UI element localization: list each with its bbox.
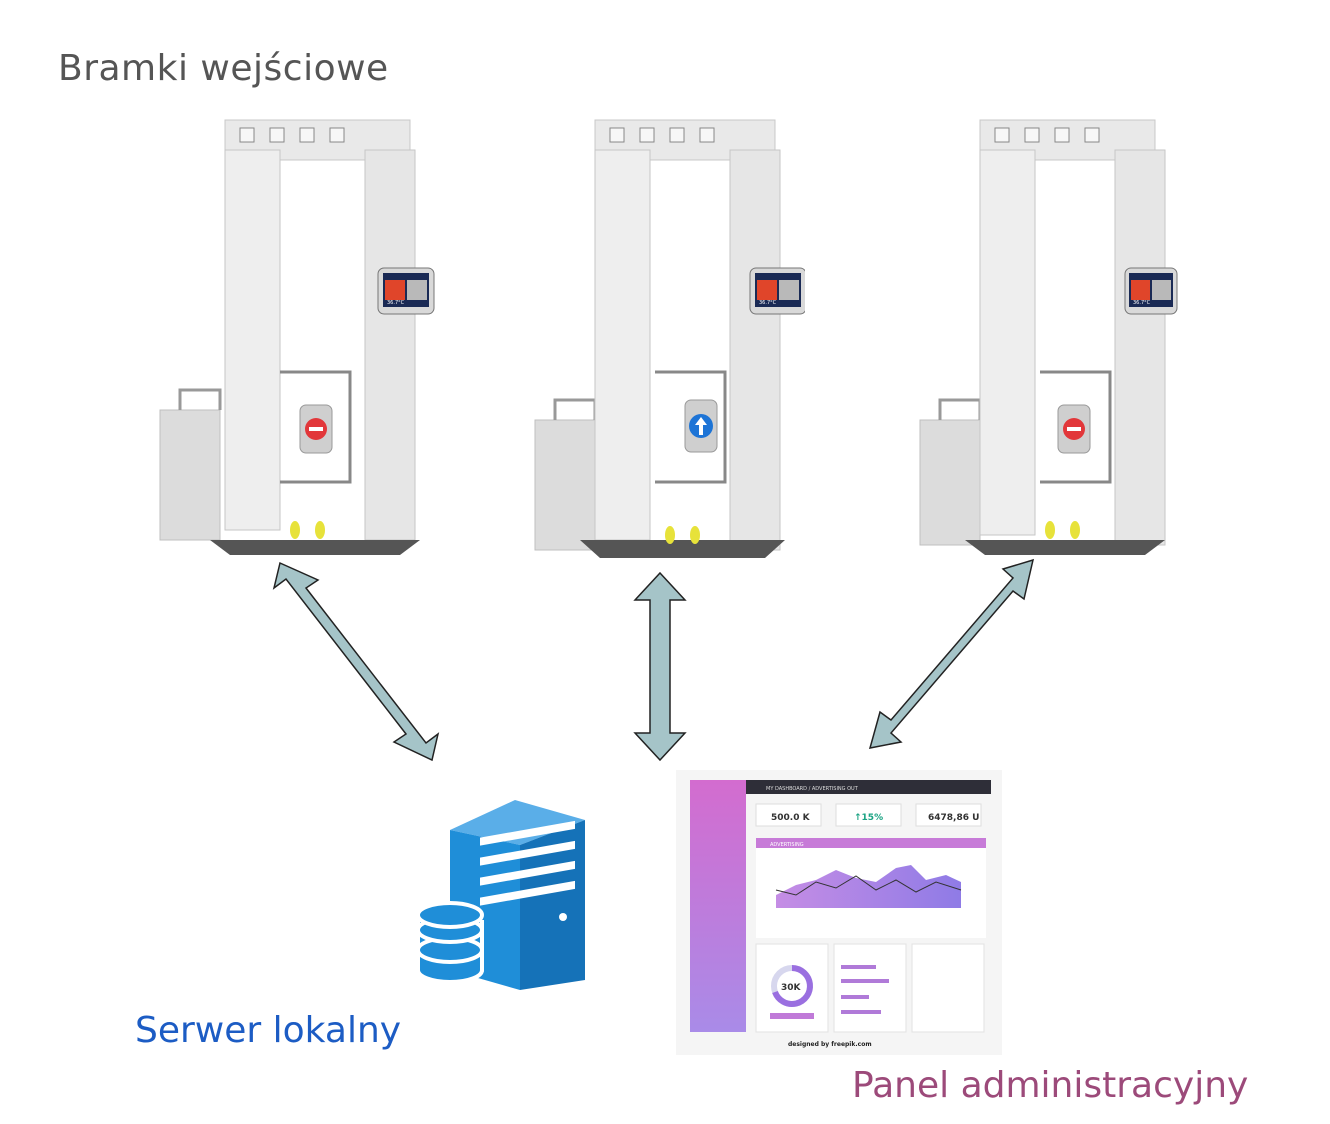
admin-dashboard-thumbnail: MY DASHBOARD / ADVERTISING OUT 500.0 K ↑… [676, 770, 1002, 1055]
entrance-gate-3: 36.7°C [919, 119, 1178, 555]
dash-breadcrumb: MY DASHBOARD / ADVERTISING OUT [766, 786, 859, 792]
arrow-gate3-panel [868, 558, 1035, 749]
gate-temp: 36.7°C [1133, 300, 1151, 306]
dash-section: ADVERTISING [770, 842, 804, 848]
dash-stat-2: ↑15% [854, 813, 883, 823]
server-label: Serwer lokalny [135, 1010, 402, 1051]
dash-stat-3: 6478,86 U [928, 813, 979, 823]
page-title: Bramki wejściowe [58, 48, 389, 89]
dash-donut-value: 30K [781, 983, 802, 993]
dash-credit: designed by freepik.com [788, 1041, 872, 1048]
panel-label: Panel administracyjny [852, 1065, 1249, 1106]
arrow-gate1-server [272, 561, 440, 762]
entrance-gate-2: 36.7°C [534, 119, 805, 558]
arrow-gate2-panel [633, 571, 687, 762]
server-database-icon [416, 800, 585, 990]
gate-temp: 36.7°C [387, 300, 405, 306]
dash-stat-1: 500.0 K [771, 813, 811, 823]
gate-temp: 36.7°C [759, 300, 777, 306]
entrance-gate-1: 36.7°C [159, 119, 435, 555]
